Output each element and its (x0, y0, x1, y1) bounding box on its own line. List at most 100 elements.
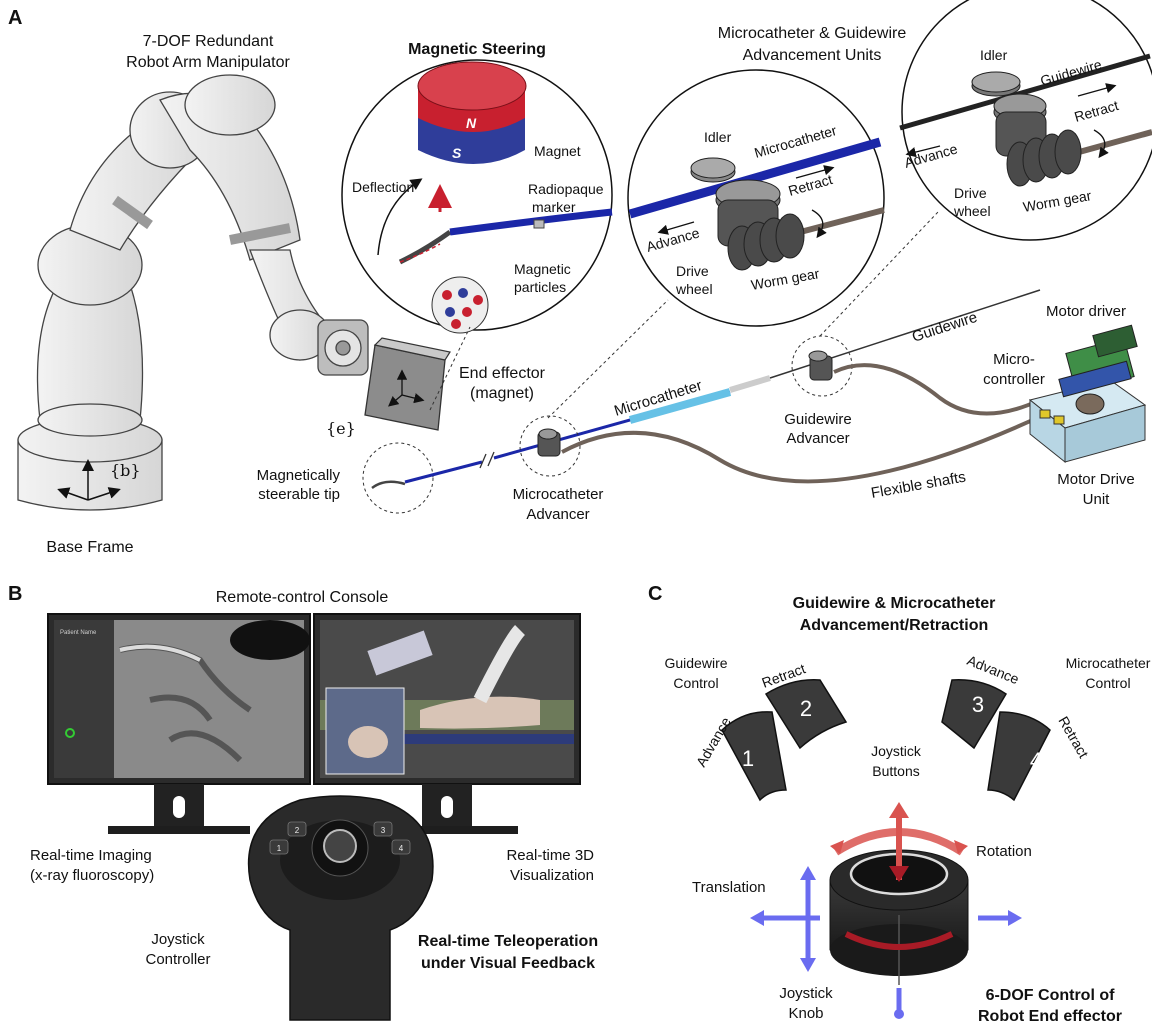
joystick-controller: 1 2 3 4 (247, 795, 434, 1021)
svg-text:Magnetically: Magnetically (257, 467, 341, 484)
svg-text:2: 2 (800, 696, 812, 721)
svg-text:Knob: Knob (788, 1005, 823, 1022)
panel-label-c: C (648, 583, 662, 605)
svg-text:Guidewire: Guidewire (784, 411, 852, 428)
svg-text:Advancement Units: Advancement Units (743, 47, 882, 64)
frame-e-label: {e} (326, 419, 356, 438)
drive-wheel-label-1: Drive wheel (675, 263, 713, 297)
magnetic-steering-title: Magnetic Steering (408, 41, 546, 58)
svg-text:marker: marker (532, 199, 576, 215)
end-effector-magnet (364, 337, 451, 431)
svg-text:Guidewire: Guidewire (664, 655, 727, 671)
svg-text:Motor Drive: Motor Drive (1057, 471, 1135, 488)
joystick-knob (750, 802, 1022, 1019)
idler-label-1: Idler (704, 129, 732, 145)
svg-text:wheel: wheel (675, 281, 713, 297)
magnet-label: Magnet (534, 143, 581, 159)
svg-text:Robot End effector: Robot End effector (978, 1008, 1122, 1025)
console-title: Remote-control Console (216, 589, 389, 606)
frame-b-label: {b} (110, 461, 141, 480)
svg-text:Patient Name: Patient Name (60, 630, 97, 636)
svg-text:Controller: Controller (145, 951, 210, 968)
magnet-north-label: N (466, 115, 477, 131)
microcatheter-control-label: Microcatheter Control (1066, 655, 1151, 691)
svg-text:2: 2 (295, 826, 300, 835)
motor-drive-unit-label: Motor Drive Unit (1057, 471, 1135, 508)
six-dof-label: 6-DOF Control of Robot End effector (978, 987, 1122, 1025)
joystick-controller-label: Joystick Controller (145, 931, 210, 968)
svg-text:Microcatheter & Guidewire: Microcatheter & Guidewire (718, 25, 907, 42)
svg-text:Guidewire & Microcatheter: Guidewire & Microcatheter (793, 595, 996, 612)
svg-text:Microcatheter: Microcatheter (513, 486, 604, 503)
svg-text:Control: Control (673, 675, 718, 691)
button-4-label: Retract (1055, 714, 1091, 761)
deflection-label: Deflection (352, 179, 414, 195)
visualization-monitor (313, 613, 581, 834)
svg-text:7-DOF Redundant: 7-DOF Redundant (143, 33, 274, 50)
teleoperation-label: Real-time Teleoperation under Visual Fee… (418, 933, 598, 972)
svg-text:particles: particles (514, 279, 566, 295)
microcatheter-advancer-label: Microcatheter Advancer (513, 486, 604, 523)
idler-label-2: Idler (980, 47, 1008, 63)
svg-text:under Visual Feedback: under Visual Feedback (421, 955, 595, 972)
translation-label: Translation (692, 879, 766, 896)
svg-text:wheel: wheel (953, 203, 991, 219)
motor-driver-label: Motor driver (1046, 303, 1126, 320)
svg-text:Unit: Unit (1083, 491, 1111, 508)
svg-text:Advancer: Advancer (786, 430, 849, 447)
button-3: 3 (941, 679, 1008, 750)
svg-text:Real-time 3D: Real-time 3D (506, 847, 594, 864)
button-1: 1 (721, 711, 787, 802)
inset-connectors (429, 211, 939, 419)
left-monitor-caption: Real-time Imaging (x-ray fluoroscopy) (30, 847, 154, 884)
svg-text:Real-time Teleoperation: Real-time Teleoperation (418, 933, 598, 950)
svg-text:1: 1 (742, 746, 754, 771)
joystick-buttons-label: Joystick Buttons (871, 743, 922, 779)
svg-text:Joystick: Joystick (871, 743, 922, 759)
end-effector-label: End effector (magnet) (459, 365, 546, 402)
svg-text:Robot Arm Manipulator: Robot Arm Manipulator (126, 54, 290, 71)
svg-text:Joystick: Joystick (151, 931, 205, 948)
panel-label-b: B (8, 583, 22, 605)
svg-text:Visualization: Visualization (510, 867, 594, 884)
microcatheter-unit-inset (627, 69, 885, 327)
svg-text:3: 3 (381, 826, 386, 835)
svg-text:Control: Control (1085, 675, 1130, 691)
microcontroller-label: Micro- controller (983, 351, 1045, 388)
magnetic-particles-label: Magnetic particles (514, 261, 571, 295)
guidewire-control-label: Guidewire Control (664, 655, 727, 691)
svg-text:1: 1 (277, 844, 282, 853)
joystick-knob-label: Joystick Knob (779, 985, 833, 1022)
catheter-system (362, 289, 1147, 514)
svg-text:(x-ray fluoroscopy): (x-ray fluoroscopy) (30, 867, 154, 884)
svg-text:Advancement/Retraction: Advancement/Retraction (800, 617, 989, 634)
svg-text:3: 3 (972, 692, 984, 717)
guidewire-unit-inset (899, 0, 1152, 241)
svg-text:Advancer: Advancer (526, 506, 589, 523)
panel-label-a: A (8, 7, 22, 29)
svg-text:Joystick: Joystick (779, 985, 833, 1002)
svg-text:4: 4 (1030, 748, 1042, 773)
magnet-south-label: S (452, 145, 462, 161)
svg-text:steerable tip: steerable tip (258, 486, 340, 503)
rotation-label: Rotation (976, 843, 1032, 860)
svg-text:6-DOF Control of: 6-DOF Control of (986, 987, 1116, 1004)
steerable-tip-label: Magnetically steerable tip (257, 467, 341, 503)
robot-arm (17, 74, 369, 511)
guidewire-advancer-label: Guidewire Advancer (784, 411, 852, 447)
button-2: 2 (764, 679, 848, 750)
svg-text:Drive: Drive (676, 263, 709, 279)
svg-text:Real-time Imaging: Real-time Imaging (30, 847, 152, 864)
svg-text:End effector: End effector (459, 365, 546, 382)
svg-text:Radiopaque: Radiopaque (528, 181, 604, 197)
radiopaque-marker-label: Radiopaque marker (528, 181, 604, 215)
svg-text:Buttons: Buttons (872, 763, 919, 779)
svg-text:(magnet): (magnet) (470, 385, 534, 402)
robot-title: 7-DOF Redundant Robot Arm Manipulator (126, 33, 290, 71)
svg-text:controller: controller (983, 371, 1045, 388)
svg-text:Microcatheter: Microcatheter (1066, 655, 1151, 671)
drive-wheel-label-2: Drive wheel (953, 185, 991, 219)
button-4: 4 (987, 711, 1051, 802)
right-monitor-caption: Real-time 3D Visualization (506, 847, 594, 884)
